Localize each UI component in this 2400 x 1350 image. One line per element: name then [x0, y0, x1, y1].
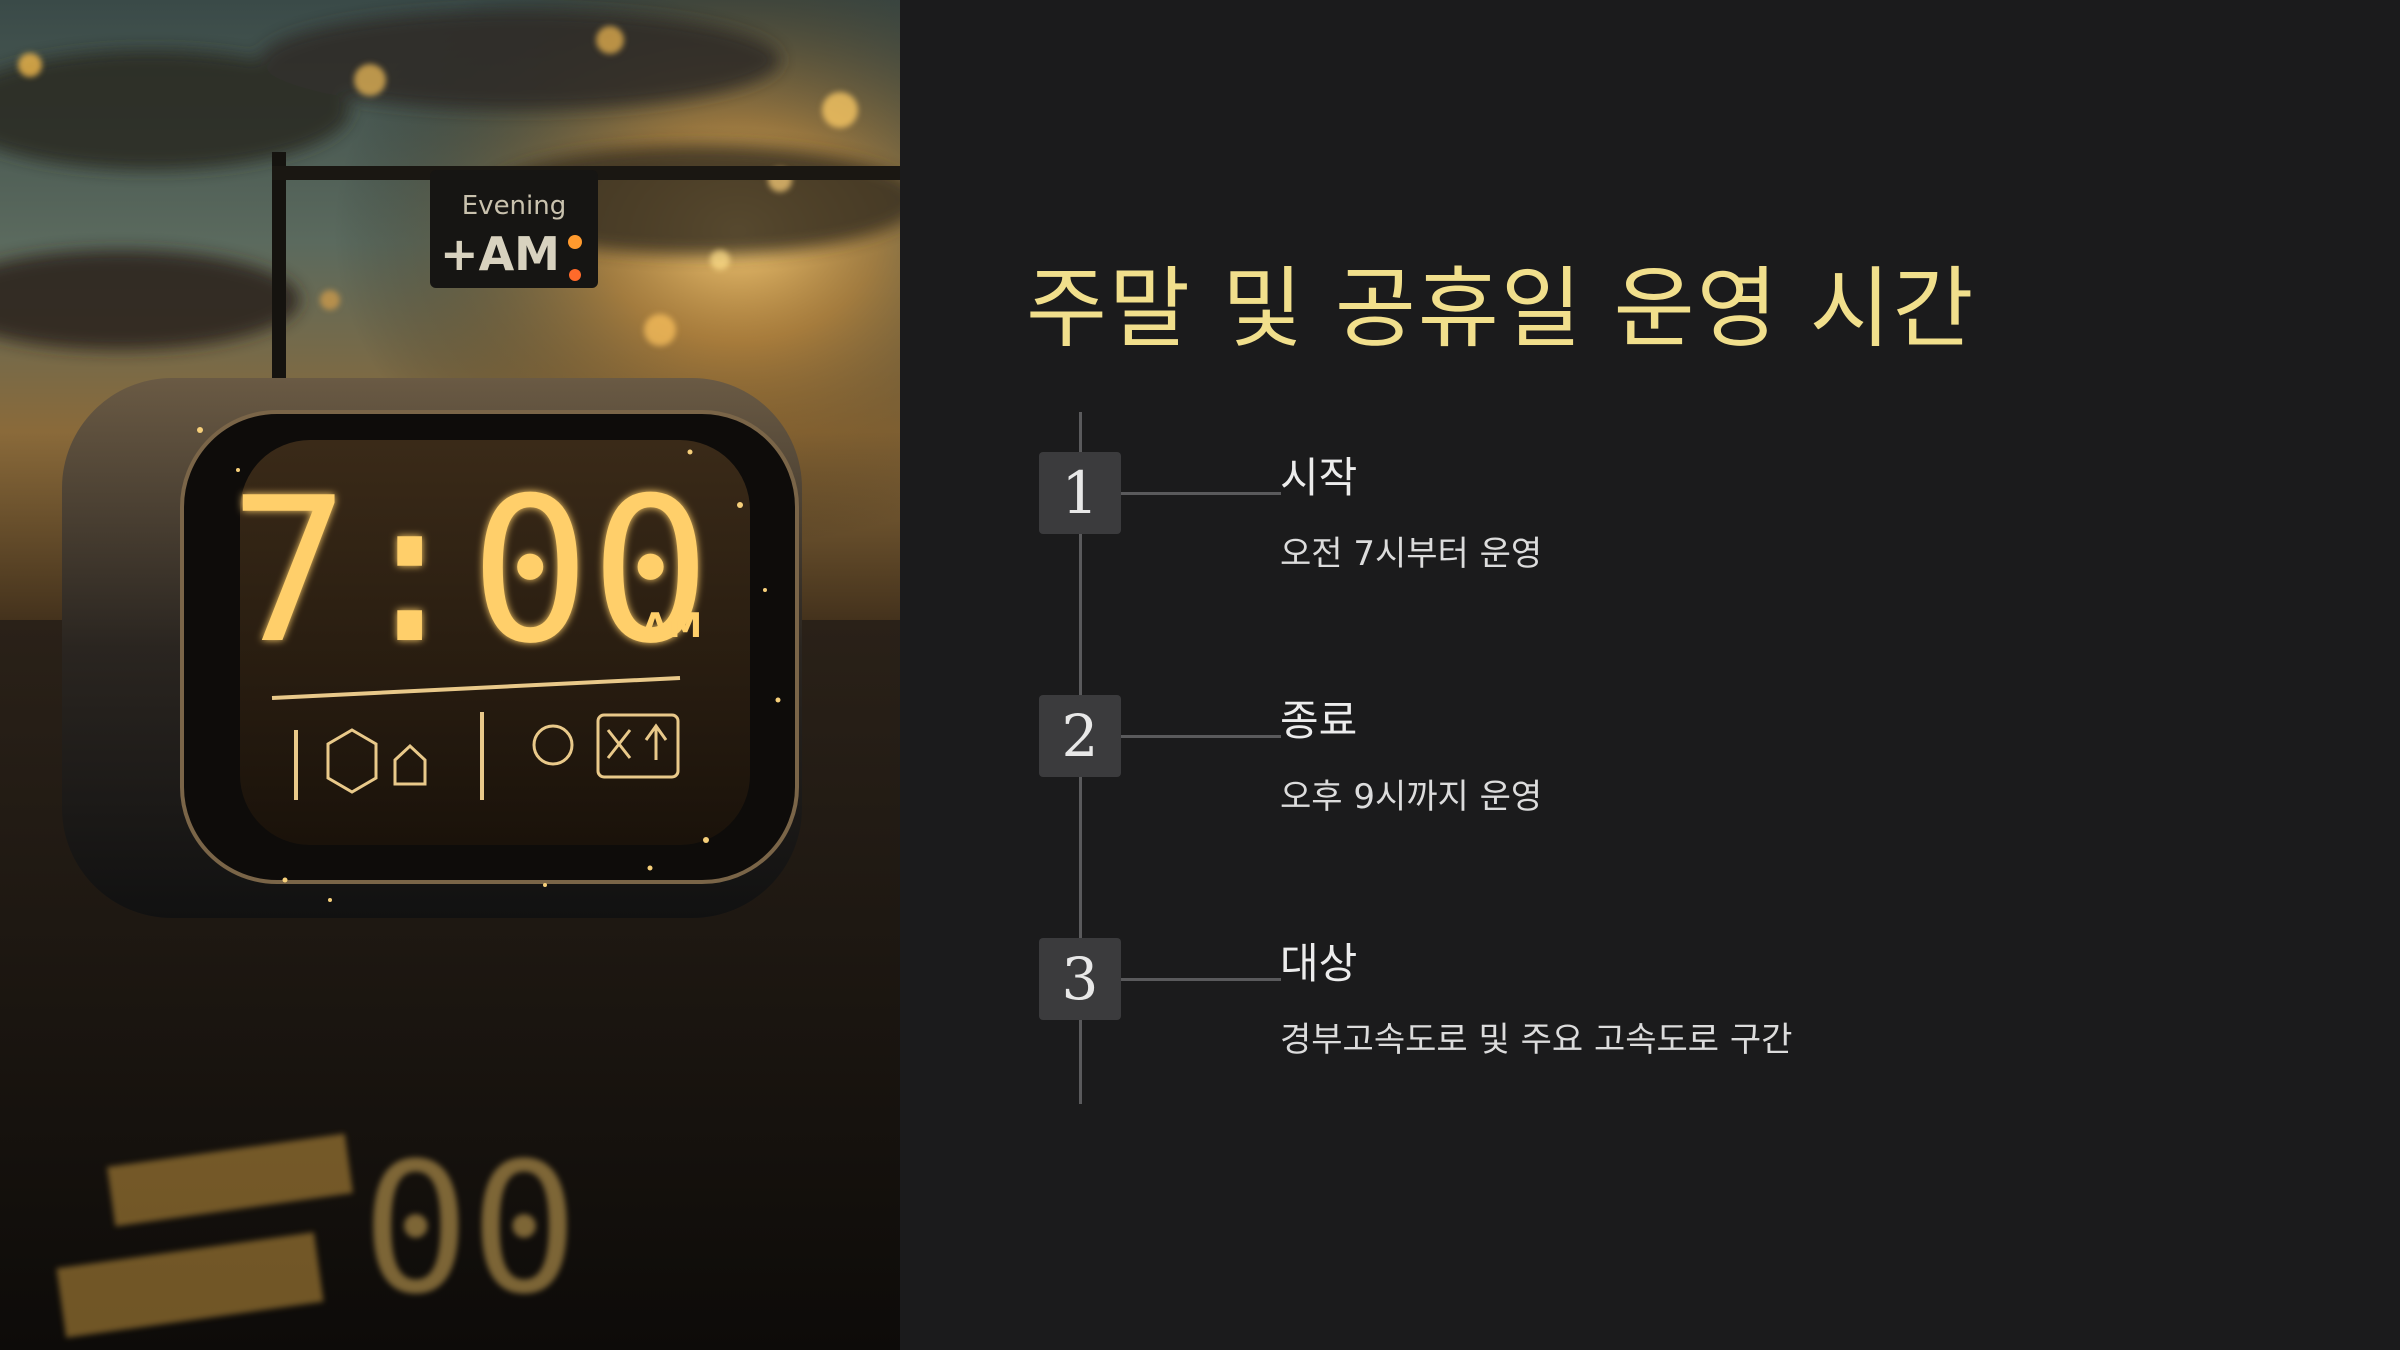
timeline-step-3: 3 대상 경부고속도로 및 주요 고속도로 구간 [1039, 938, 2339, 1078]
step-connector [1121, 492, 1281, 495]
clock-meridiem: AM [642, 606, 702, 646]
step-description: 오후 9시까지 운영 [1280, 777, 1543, 817]
step-title: 시작 [1280, 453, 1358, 502]
step-connector [1121, 735, 1281, 738]
step-description: 오전 7시부터 운영 [1280, 534, 1543, 574]
sign-top-text: Evening [462, 191, 567, 221]
timeline-step-2: 2 종료 오후 9시까지 운영 [1039, 695, 2339, 835]
page-title: 주말 및 공휴일 운영 시간 [1026, 257, 1976, 360]
step-number-box: 2 [1039, 695, 1121, 777]
step-number-box: 3 [1039, 938, 1121, 1020]
step-title: 종료 [1280, 696, 1358, 745]
alarm-clock-photo: Evening +AM 7:00 AM [0, 0, 900, 1350]
clock-screen-icons [326, 713, 680, 794]
timeline-step-1: 1 시작 오전 7시부터 운영 [1039, 452, 2339, 592]
sign-bottom-text: +AM [440, 227, 560, 281]
step-connector [1121, 978, 1281, 981]
step-number-box: 1 [1039, 452, 1121, 534]
step-description: 경부고속도로 및 주요 고속도로 구간 [1280, 1020, 1793, 1060]
svg-text:00: 00 [362, 1117, 579, 1326]
alarm-clock-illustration: Evening +AM 7:00 AM [0, 0, 900, 1350]
step-title: 대상 [1280, 939, 1358, 988]
clock-time: 7:00 [229, 455, 711, 688]
